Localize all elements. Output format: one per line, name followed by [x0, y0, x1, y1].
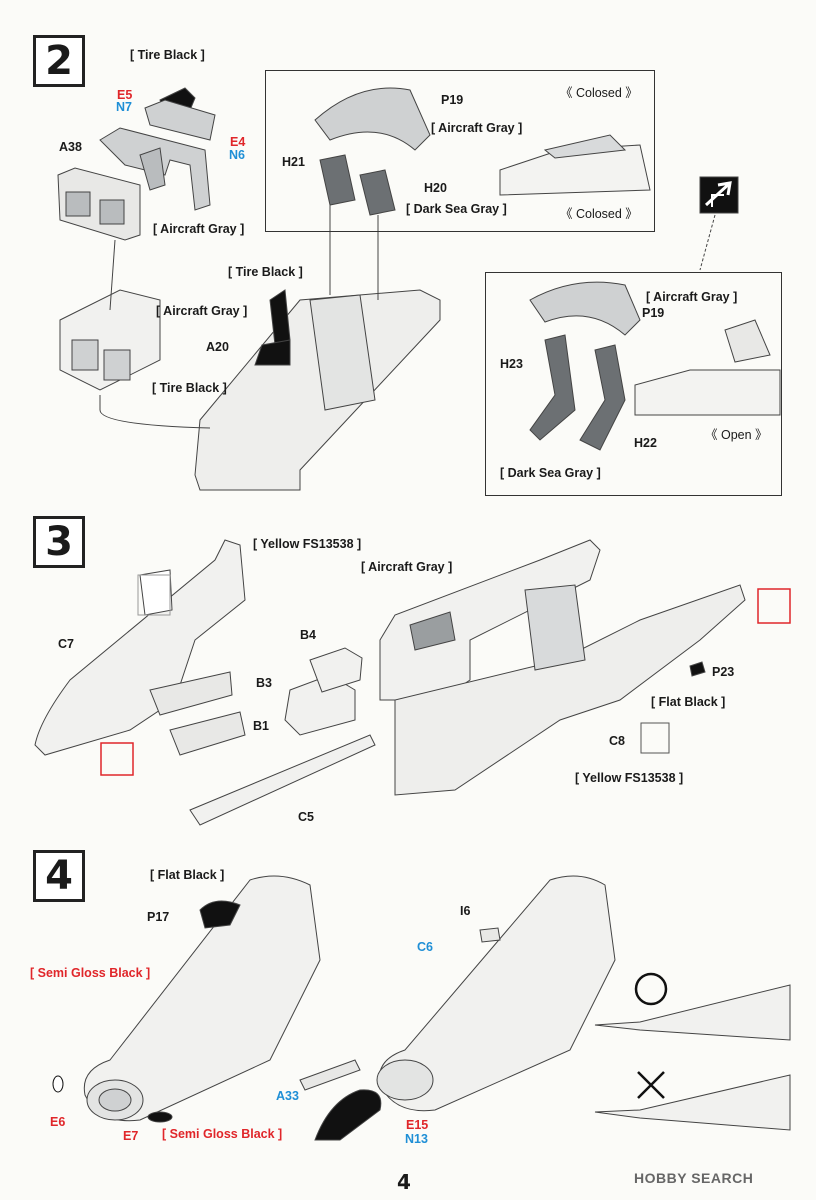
closed-label-h21: H21	[282, 155, 305, 169]
watermark: HOBBY SEARCH	[634, 1170, 754, 1186]
label-b3: B3	[256, 676, 272, 690]
detail-box-gray	[640, 722, 670, 754]
open-label-dark-sea-gray: [ Dark Sea Gray ]	[500, 466, 601, 480]
label-c7: C7	[58, 637, 74, 651]
label-aircraft-gray-1: [ Aircraft Gray ]	[153, 222, 245, 236]
fuselage-right-half-art	[379, 539, 746, 796]
open-label-p19: P19	[642, 306, 665, 320]
label-n13: N13	[405, 1132, 428, 1146]
open-label-aircraft-gray: [ Aircraft Gray ]	[646, 290, 738, 304]
ng-cross-icon	[637, 1071, 665, 1099]
label-e4: E4	[230, 135, 246, 149]
label-e7: E7	[123, 1129, 139, 1143]
label-b1: B1	[253, 719, 269, 733]
closed-label-dark-sea-gray: [ Dark Sea Gray ]	[406, 202, 507, 216]
open-label-h22: H22	[634, 436, 657, 450]
part-e5-n7-tire-black	[144, 87, 216, 141]
label-a38: A38	[59, 140, 82, 154]
label-e6: E6	[50, 1115, 66, 1129]
nose-assembly-right-art	[299, 875, 616, 1141]
label-a20: A20	[206, 340, 229, 354]
nose-assembly-left-art	[52, 875, 321, 1123]
label-e5: E5	[117, 88, 133, 102]
part-a38-frame	[57, 167, 141, 241]
label-p23: P23	[712, 665, 735, 679]
label-semi-gloss-2: [ Semi Gloss Black ]	[162, 1127, 283, 1141]
label-tire-black-1: [ Tire Black ]	[130, 48, 205, 62]
open-label-h23: H23	[500, 357, 523, 371]
closed-caption: 《 Colosed 》	[560, 207, 638, 221]
closed-canopy-art	[314, 87, 651, 216]
label-yellow-2: [ Yellow FS13538 ]	[575, 771, 684, 785]
label-c8: C8	[609, 734, 625, 748]
label-e15: E15	[406, 1118, 429, 1132]
label-semi-gloss-1: [ Semi Gloss Black ]	[30, 966, 151, 980]
arrow-marker-icon	[699, 176, 739, 214]
step-3-number: 3	[33, 516, 85, 568]
open-canopy-panel	[485, 272, 782, 496]
detail-box-red-2	[757, 588, 791, 624]
detail-box-red-1	[100, 742, 134, 776]
probe-comparison-art	[594, 984, 791, 1131]
fuselage-left-half-art	[34, 539, 376, 826]
label-tire-black-3: [ Tire Black ]	[152, 381, 227, 395]
label-flat-black-4: [ Flat Black ]	[150, 868, 225, 882]
closed-label-aircraft-gray: [ Aircraft Gray ]	[431, 121, 523, 135]
label-n6: N6	[229, 148, 245, 162]
label-c5: C5	[298, 810, 314, 824]
label-p17: P17	[147, 910, 170, 924]
label-flat-black-3: [ Flat Black ]	[651, 695, 726, 709]
open-caption: 《 Open 》	[705, 428, 768, 442]
label-aircraft-gray-3: [ Aircraft Gray ]	[361, 560, 453, 574]
closed-label-h20: H20	[424, 181, 447, 195]
label-tire-black-2: [ Tire Black ]	[228, 265, 303, 279]
label-c6: C6	[417, 940, 433, 954]
closed-label-p19: P19	[441, 93, 464, 107]
ok-circle-icon	[634, 972, 668, 1006]
open-canopy-art	[529, 281, 781, 451]
label-a33: A33	[276, 1089, 299, 1103]
closed-canopy-panel	[265, 70, 655, 232]
label-n7: N7	[116, 100, 132, 114]
part-e4-n6-aircraft-gray	[99, 127, 211, 211]
label-yellow-1: [ Yellow FS13538 ]	[253, 537, 362, 551]
label-aircraft-gray-2: [ Aircraft Gray ]	[156, 304, 248, 318]
cockpit-tub-art	[59, 289, 441, 491]
closed-title: 《 Colosed 》	[560, 86, 638, 100]
step-4-number: 4	[33, 850, 85, 902]
label-i6: I6	[460, 904, 471, 918]
label-b4: B4	[300, 628, 316, 642]
step-2-number: 2	[33, 35, 85, 87]
page-number: 4	[397, 1170, 411, 1194]
